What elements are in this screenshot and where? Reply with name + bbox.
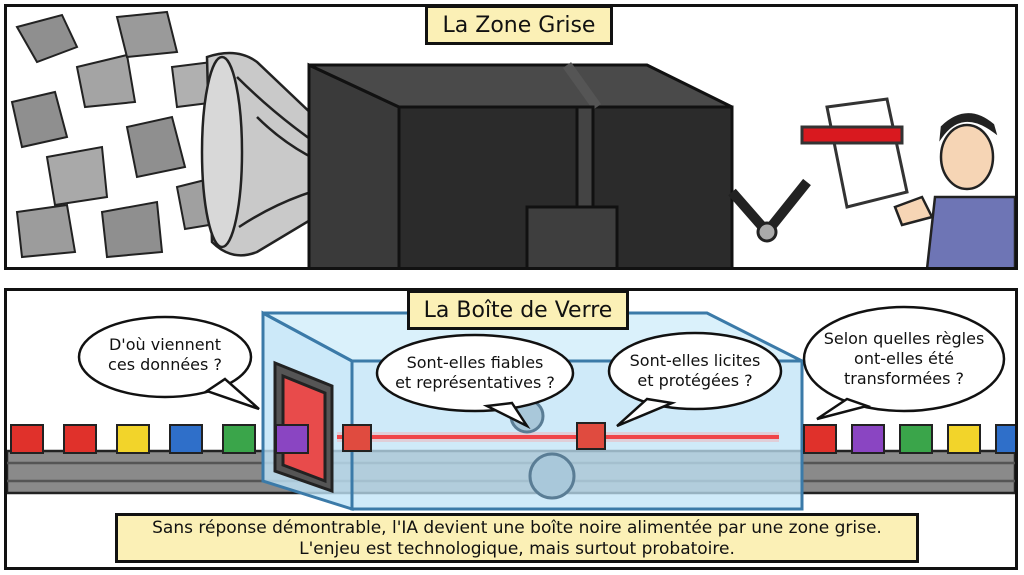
bubble-shape-reliable (375, 333, 575, 413)
caption-line: Sans réponse démontrable, l'IA devient u… (152, 518, 882, 538)
person-figure (893, 113, 1015, 267)
caption-line: L'enjeu est technologique, mais surtout … (299, 539, 735, 559)
black-box (307, 62, 734, 267)
bubble-tail-origin (204, 377, 260, 411)
bubble-tail-lawful (616, 397, 677, 428)
caption-box: Sans réponse démontrable, l'IA devient u… (115, 513, 919, 563)
scanned-cube (342, 424, 372, 452)
panel-gray-zone: La Zone Grise (4, 4, 1018, 270)
fragment-shape (15, 203, 77, 259)
data-cube (63, 424, 97, 454)
panel-title-gray-zone: La Zone Grise (425, 7, 613, 45)
bubble-line: ont-elles été (854, 349, 954, 368)
bubble-tail-rules (816, 397, 872, 421)
robot-arm (728, 97, 909, 243)
fragment-shape (45, 145, 109, 207)
bubble-shape-rules (802, 305, 1006, 413)
cubes-right (803, 424, 1015, 454)
bubble-line: et protégées ? (637, 371, 753, 390)
fragment-shape (115, 10, 179, 59)
speech-bubbles (77, 305, 1006, 430)
bubble-line: transformées ? (843, 369, 965, 388)
scanned-cube (576, 422, 606, 450)
speech-bubble-rules: Selon quelles règles ont-elles été trans… (814, 329, 994, 389)
data-cube (995, 424, 1015, 454)
data-cube (899, 424, 933, 454)
gray-zone-illustration (10, 10, 1015, 267)
data-cube (275, 424, 309, 454)
fragment-shape (10, 90, 69, 149)
fragment-shape (100, 200, 164, 259)
panel-title-glass-box: La Boîte de Verre (407, 291, 629, 330)
bubble-line: et représentatives ? (395, 373, 555, 392)
bubble-shape-lawful (607, 331, 783, 411)
bubble-line: Sont-elles fiables (406, 353, 544, 372)
glass-box-illustration (7, 305, 1015, 512)
fragment-shape (15, 13, 79, 64)
fragment-shape (125, 115, 187, 179)
data-cube (851, 424, 885, 454)
data-cube (116, 424, 150, 454)
bubble-line: ces données ? (108, 355, 222, 374)
speech-bubble-reliable: Sont-elles fiables et représentatives ? (387, 353, 563, 393)
fragment-shape (75, 53, 137, 109)
cubes-left (10, 424, 309, 454)
bubble-line: D'où viennent (108, 335, 222, 354)
data-fragments (10, 10, 229, 259)
data-cube (222, 424, 256, 454)
bubble-line: Sont-elles licites (629, 351, 761, 370)
data-cube (169, 424, 203, 454)
speech-bubble-origin: D'où viennent ces données ? (89, 335, 241, 375)
bubble-shape-origin (77, 315, 253, 399)
data-cube (10, 424, 44, 454)
bubble-tail-reliable (482, 401, 531, 430)
data-cube (947, 424, 981, 454)
bubble-line: Selon quelles règles (823, 329, 985, 348)
speech-bubble-lawful: Sont-elles licites et protégées ? (619, 351, 771, 391)
data-cube (803, 424, 837, 454)
panel-glass-box: La Boîte de Verre D'où viennent ces donn… (4, 288, 1018, 570)
